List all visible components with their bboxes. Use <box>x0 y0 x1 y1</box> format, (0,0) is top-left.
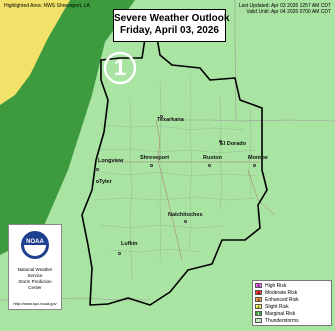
city-marker <box>160 115 163 118</box>
city-label-monroe: Monroe <box>248 155 268 161</box>
legend-item: 4 Moderate Risk <box>255 289 329 296</box>
risk-circle <box>103 51 137 85</box>
city-marker <box>150 164 153 167</box>
update-info: Last Updated: Apr 03 2026 1257 AM CDT Va… <box>239 3 331 15</box>
city-marker <box>219 140 222 143</box>
city-label-longview: Longview <box>98 158 124 164</box>
city-marker <box>96 168 99 171</box>
legend-swatch: 2 <box>255 304 262 309</box>
highlighted-area-outline <box>81 31 268 306</box>
legend-swatch <box>255 318 262 323</box>
legend-item: 5 High Risk <box>255 282 329 289</box>
city-label-texarkana: Texarkana <box>157 117 184 123</box>
city-marker <box>253 164 256 167</box>
state-line <box>180 119 335 122</box>
county-lines <box>94 74 259 281</box>
risk-legend: 5 High Risk 4 Moderate Risk 3 Enhanced R… <box>252 280 332 326</box>
city-marker <box>208 164 211 167</box>
nws-logo-box: NOAA National Weather Service Storm Pred… <box>8 224 62 310</box>
legend-item: 2 Slight Risk <box>255 303 329 310</box>
nws-url: http://www.spc.noaa.gov <box>13 301 57 306</box>
page-subtitle: Friday, April 03, 2026 <box>120 25 219 36</box>
risk-number-label: 1 <box>113 55 127 80</box>
title-box: Severe Weather Outlook Friday, April 03,… <box>113 9 230 42</box>
legend-item: 1 Marginal Risk <box>255 310 329 317</box>
legend-item: Thunderstorms <box>255 317 329 324</box>
valid-until-label: Valid Until: Apr 04 2026 0700 AM CDT <box>246 9 331 15</box>
city-marker <box>118 252 121 255</box>
page-title: Severe Weather Outlook <box>114 13 230 24</box>
highlighted-area-label: Highlighted Area: NWS Shreveport, LA <box>4 3 90 9</box>
city-label-lufkin: Lufkin <box>121 241 138 247</box>
nws-credit: National Weather Service Storm Predictio… <box>17 267 53 290</box>
legend-item: 3 Enhanced Risk <box>255 296 329 303</box>
legend-swatch: 3 <box>255 297 262 302</box>
state-line <box>234 0 237 121</box>
legend-swatch: 5 <box>255 283 262 288</box>
city-label-shreveport: Shreveport <box>140 155 170 161</box>
city-label-tyler: Tyler <box>99 179 112 185</box>
city-label-ruston: Ruston <box>203 155 222 161</box>
noaa-logo-icon: NOAA <box>21 231 49 259</box>
city-label-natchitoches: Natchitoches <box>168 212 203 218</box>
city-marker <box>96 180 99 183</box>
legend-swatch: 4 <box>255 290 262 295</box>
city-marker <box>184 220 187 223</box>
last-updated-label: Last Updated: Apr 03 2026 1257 AM CDT <box>238 3 331 9</box>
slight-risk-area <box>0 0 70 105</box>
legend-swatch: 1 <box>255 311 262 316</box>
city-label-el-dorado: El Dorado <box>220 141 246 147</box>
road-lines <box>95 119 276 261</box>
